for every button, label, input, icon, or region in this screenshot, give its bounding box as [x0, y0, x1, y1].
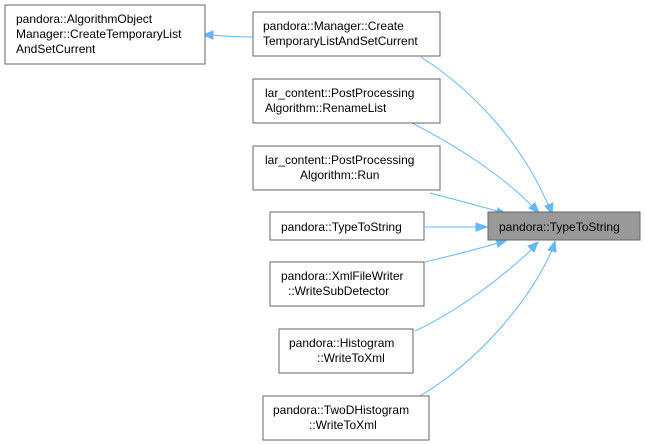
edge-manager-to-algoobjmgr	[201, 30, 254, 40]
node-label-line-1: pandora::XmlFileWriter	[281, 269, 403, 283]
edge-focus-to-xmlwriter	[424, 238, 509, 263]
node-label-line-1: pandora::AlgorithmObject	[16, 12, 153, 26]
node-label-line-1: lar_content::PostProcessing	[265, 153, 414, 167]
node-label-line-2: ::WriteToXml	[309, 418, 377, 432]
node-label-line-2: TemporaryListAndSetCurrent	[263, 34, 418, 48]
node-label-line-2: ::WriteToXml	[317, 351, 385, 365]
edge-focus-to-typetostring	[425, 222, 489, 232]
edge-focus-to-manager	[420, 56, 554, 216]
node-label-line-1: pandora::Histogram	[289, 336, 394, 350]
node-label-line-1: lar_content::PostProcessing	[265, 86, 414, 100]
node-algorithm-object-manager-create-temporary-list[interactable]: pandora::AlgorithmObject Manager::Create…	[4, 4, 206, 65]
node-two-d-histogram-write-to-xml[interactable]: pandora::TwoDHistogram ::WriteToXml	[262, 395, 430, 441]
edge-focus-to-pp-rename	[411, 122, 540, 215]
node-focus-type-to-string[interactable]: pandora::TypeToString	[487, 211, 641, 241]
node-postprocessing-rename-list[interactable]: lar_content::PostProcessing Algorithm::R…	[252, 78, 441, 124]
node-histogram-write-to-xml[interactable]: pandora::Histogram ::WriteToXml	[278, 328, 414, 374]
node-xml-file-writer-write-sub-detector[interactable]: pandora::XmlFileWriter ::WriteSubDetecto…	[269, 261, 425, 307]
edge-focus-to-twodhistogram	[419, 239, 557, 397]
node-label-line-3: AndSetCurrent	[16, 42, 96, 56]
node-label-line-1: pandora::TwoDHistogram	[273, 403, 409, 417]
node-label-line-1: pandora::Manager::Create	[263, 19, 404, 33]
node-manager-create-temporary-list[interactable]: pandora::Manager::Create TemporaryListAn…	[252, 11, 441, 57]
node-label-line-2: Manager::CreateTemporaryList	[16, 27, 182, 41]
node-label-line-2: ::WriteSubDetector	[288, 284, 389, 298]
node-type-to-string-caller[interactable]: pandora::TypeToString	[269, 211, 425, 241]
node-label-line-2: Algorithm::RenameList	[265, 101, 387, 115]
node-postprocessing-run[interactable]: lar_content::PostProcessing Algorithm::R…	[252, 145, 441, 191]
node-label-line-2: Algorithm::Run	[300, 168, 379, 182]
node-label-line-1: pandora::TypeToString	[281, 220, 402, 234]
edge-focus-to-histogram	[414, 241, 539, 332]
node-label-line-1: pandora::TypeToString	[499, 220, 620, 234]
